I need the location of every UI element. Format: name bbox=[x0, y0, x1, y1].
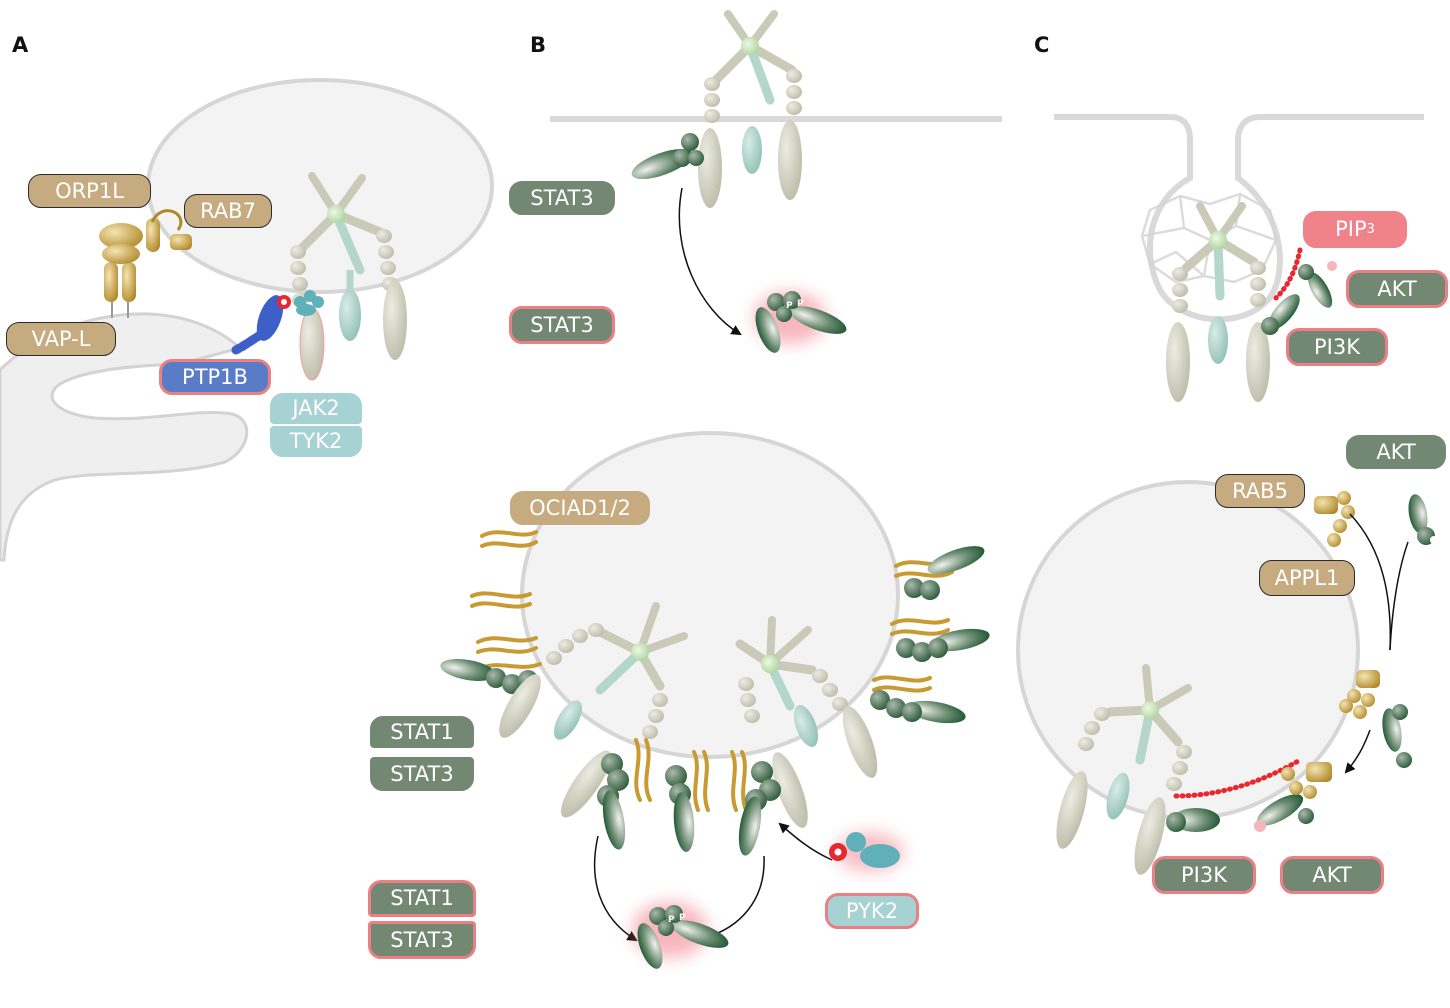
label-orp1l: ORP1L bbox=[28, 174, 151, 208]
stat-cluster-bottom bbox=[597, 738, 781, 856]
pyk2-protein bbox=[829, 832, 904, 872]
label-pip3-main: PIP bbox=[1335, 217, 1367, 241]
receptor-c-surface bbox=[1166, 202, 1270, 402]
jak2-protein bbox=[294, 290, 324, 316]
label-ptp1b: PTP1B bbox=[159, 359, 271, 395]
pi3k-akt-c1 bbox=[1261, 261, 1337, 335]
ptp1b-protein bbox=[231, 295, 291, 355]
arrow-c-1 bbox=[1349, 513, 1392, 651]
label-pi3k-c2: PI3K bbox=[1152, 856, 1256, 894]
panel-c bbox=[1016, 114, 1438, 875]
label-akt-c2-top: AKT bbox=[1346, 435, 1446, 469]
label-tyk2: TYK2 bbox=[270, 426, 362, 457]
stat-cluster-right bbox=[870, 546, 990, 724]
pip3-dots-c1 bbox=[1273, 247, 1303, 301]
rab5-appl1-complex-top bbox=[1314, 491, 1355, 547]
label-stat3-inactive-b: STAT3 bbox=[509, 181, 615, 215]
label-jak2: JAK2 bbox=[270, 393, 362, 424]
label-stat3-inactive: STAT3 bbox=[370, 757, 474, 791]
pip3-dots-c2 bbox=[1173, 757, 1303, 799]
arrow-b-4 bbox=[778, 822, 833, 861]
stat-dimer-b-bottom: P P bbox=[632, 902, 729, 969]
svg-text:P: P bbox=[797, 299, 804, 309]
ociad-coils-right bbox=[872, 560, 954, 693]
label-akt-c2-active: AKT bbox=[1280, 856, 1384, 894]
akt-free bbox=[1408, 494, 1438, 545]
receptor-b-surface bbox=[698, 10, 802, 208]
label-stat3-active-b: STAT3 bbox=[509, 306, 615, 344]
label-pyk2: PYK2 bbox=[825, 893, 919, 929]
receptor-a bbox=[290, 172, 407, 381]
label-akt-c1: AKT bbox=[1346, 270, 1448, 308]
rab5-appl1-akt-complex bbox=[1339, 670, 1412, 768]
stat3-dimer-b: P P bbox=[754, 291, 847, 353]
label-pip3-sub: 3 bbox=[1366, 222, 1375, 237]
label-appl1: APPL1 bbox=[1259, 560, 1355, 596]
panel-label-a: A bbox=[12, 33, 29, 57]
arrow-b-2 bbox=[593, 835, 638, 942]
receptor-c-endosome bbox=[1056, 664, 1192, 875]
stat3-inactive-b bbox=[631, 133, 704, 180]
label-stat3-active: STAT3 bbox=[368, 921, 476, 959]
arrow-c-3 bbox=[1344, 729, 1371, 774]
label-stat1-active: STAT1 bbox=[368, 880, 476, 917]
receptor-b-left bbox=[499, 602, 688, 818]
er-membrane bbox=[0, 312, 249, 562]
svg-text:P: P bbox=[679, 913, 686, 923]
panel-a bbox=[0, 78, 494, 562]
orp1l-vapl-complex bbox=[99, 209, 192, 318]
label-stat1-inactive: STAT1 bbox=[370, 716, 474, 748]
svg-text:P: P bbox=[668, 915, 675, 925]
arrow-b-3 bbox=[701, 855, 765, 941]
arrow-b-1 bbox=[678, 187, 742, 336]
panel-label-c: C bbox=[1034, 33, 1050, 57]
label-ociad: OCIAD1/2 bbox=[510, 491, 650, 525]
label-vapl: VAP-L bbox=[6, 322, 116, 356]
label-rab7: RAB7 bbox=[184, 194, 272, 228]
panel-label-b: B bbox=[530, 33, 547, 57]
panel-b: P P bbox=[440, 10, 1002, 969]
receptor-b-right bbox=[735, 616, 878, 828]
arrow-c-2 bbox=[1389, 541, 1409, 651]
label-rab5: RAB5 bbox=[1215, 474, 1305, 508]
svg-text:P: P bbox=[786, 301, 793, 311]
label-pi3k-c1: PI3K bbox=[1286, 328, 1388, 366]
pi3k-akt-c2 bbox=[1166, 762, 1332, 832]
